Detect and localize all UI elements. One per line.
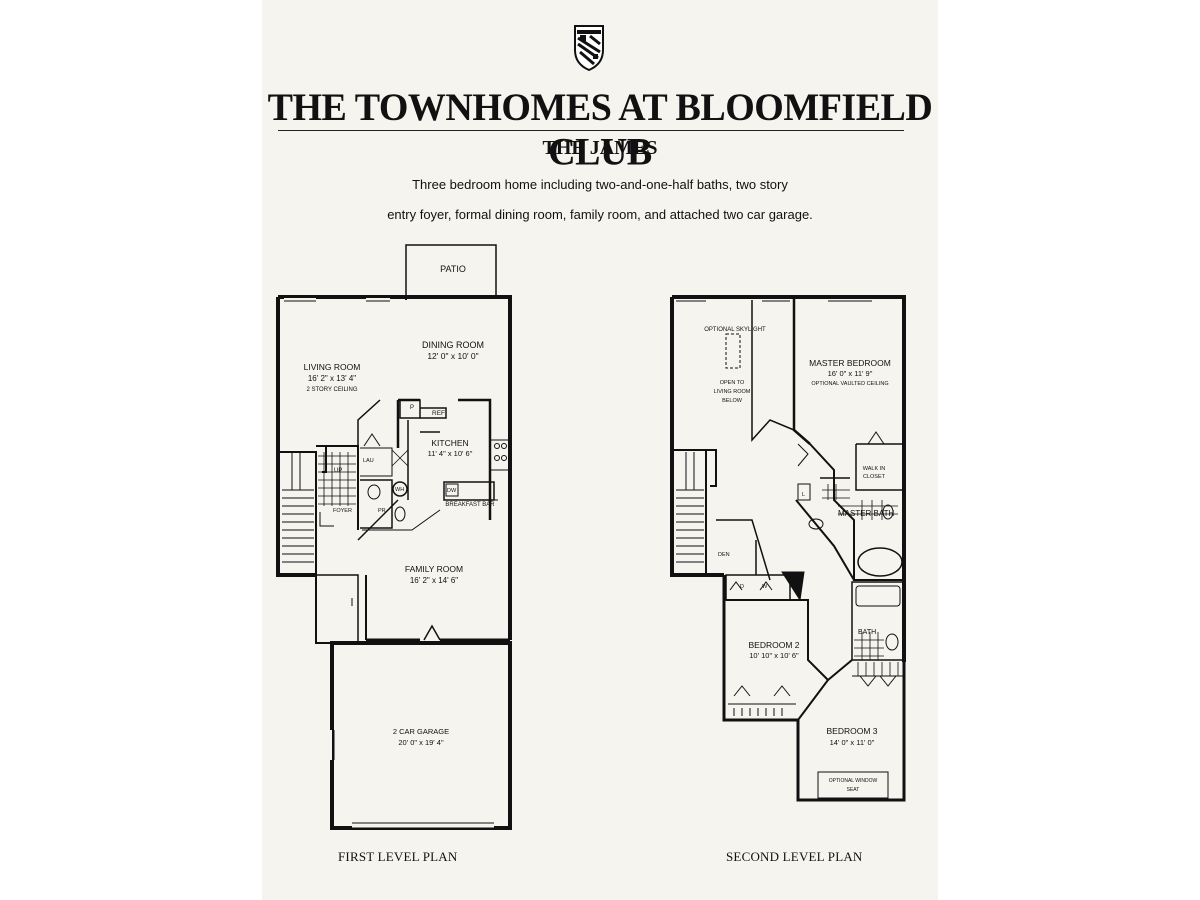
window-seat-line2: SEAT <box>847 787 860 793</box>
bedroom-2-label: BEDROOM 2 <box>748 640 799 650</box>
family-room-size: 16' 2" x 14' 6" <box>410 576 458 585</box>
dw-label: DW <box>447 488 457 494</box>
master-bedroom-size: 16' 0" x 11' 9" <box>828 369 873 378</box>
w-label: W <box>762 584 768 590</box>
open-to-line3: BELOW <box>722 398 743 404</box>
ref-label: REF <box>432 410 445 417</box>
second-level-caption: SECOND LEVEL PLAN <box>726 849 863 864</box>
bedroom-3-size: 14' 0" x 11' 0" <box>830 738 875 747</box>
first-level-walls <box>276 244 512 830</box>
title-divider <box>278 130 904 131</box>
wh-label: WH <box>395 487 404 493</box>
l-label: L <box>802 492 805 498</box>
crest-logo-icon <box>574 25 604 72</box>
kitchen-label: KITCHEN <box>431 438 468 448</box>
dining-room-size: 12' 0" x 10' 0" <box>427 351 478 361</box>
second-level-labels: OPTIONAL SKYLIGHT OPEN TO LIVING ROOM BE… <box>704 327 894 793</box>
up-label: UP <box>334 468 342 474</box>
second-level-walls <box>670 295 906 802</box>
description-line-2: entry foyer, formal dining room, family … <box>387 207 813 222</box>
skylight-label: OPTIONAL SKYLIGHT <box>704 327 766 333</box>
master-bedroom-label: MASTER BEDROOM <box>809 358 891 368</box>
garage-size: 20' 0" x 19' 4" <box>398 738 444 747</box>
bedroom-2-size: 10' 10" x 10' 6" <box>749 651 799 660</box>
den-label: DEN <box>718 552 730 558</box>
master-bedroom-note: OPTIONAL VAULTED CEILING <box>811 381 888 387</box>
window-seat-line1: OPTIONAL WINDOW <box>829 778 878 784</box>
living-room-label: LIVING ROOM <box>304 362 361 372</box>
p-label: P <box>410 405 414 411</box>
walk-in-closet-line2: CLOSET <box>863 474 886 480</box>
garage-label: 2 CAR GARAGE <box>393 727 449 736</box>
open-to-line1: OPEN TO <box>720 380 745 386</box>
foyer-label: FOYER <box>333 508 352 514</box>
model-name: THE JAMES <box>542 137 658 159</box>
dining-room-label: DINING ROOM <box>422 340 484 350</box>
kitchen-size: 11' 4" x 10' 6" <box>428 449 473 458</box>
page-title: THE TOWNHOMES AT BLOOMFIELD CLUB <box>267 86 933 174</box>
brochure-page <box>262 0 938 900</box>
pr-label: PR <box>378 508 386 514</box>
walk-in-closet-line1: WALK IN <box>863 466 885 472</box>
breakfast-bar-label: BREAKFAST BAR <box>445 502 495 508</box>
master-bath-label: MASTER BATH <box>838 509 895 518</box>
floor-plans-drawing: PATIO DINING ROOM 12' 0" x 10' 0" LIVING… <box>276 244 906 830</box>
living-room-size: 16' 2" x 13' 4" <box>308 374 356 383</box>
bedroom-3-label: BEDROOM 3 <box>826 726 877 736</box>
bath-label: BATH <box>858 629 876 636</box>
family-room-label: FAMILY ROOM <box>405 564 463 574</box>
description-line-1: Three bedroom home including two-and-one… <box>412 177 788 192</box>
lau-label: LAU <box>363 458 374 464</box>
patio-label: PATIO <box>440 264 466 274</box>
first-level-labels: PATIO DINING ROOM 12' 0" x 10' 0" LIVING… <box>304 264 496 747</box>
d-label: D <box>740 584 744 590</box>
open-to-line2: LIVING ROOM <box>714 389 751 395</box>
first-level-caption: FIRST LEVEL PLAN <box>338 849 458 864</box>
living-room-note: 2 STORY CEILING <box>306 387 357 393</box>
